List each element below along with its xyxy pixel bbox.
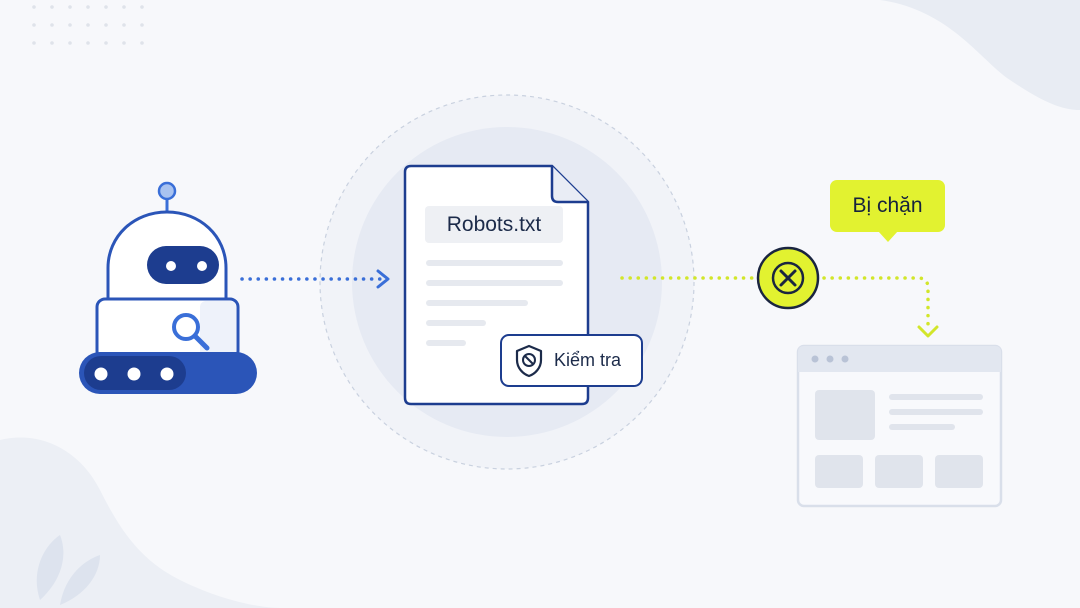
browser-window-icon (796, 344, 1003, 508)
robot-search-icon (79, 181, 257, 394)
blocked-bubble: Bị chặn (830, 180, 945, 242)
shield-block-icon (515, 344, 543, 377)
check-badge: Kiểm tra (500, 334, 643, 387)
blocked-label: Bị chặn (852, 194, 923, 217)
document-title: Robots.txt (425, 206, 563, 243)
blocked-path (620, 276, 939, 338)
request-arrow (240, 269, 390, 289)
check-badge-label: Kiểm tra (554, 350, 622, 370)
close-icon (756, 246, 820, 310)
